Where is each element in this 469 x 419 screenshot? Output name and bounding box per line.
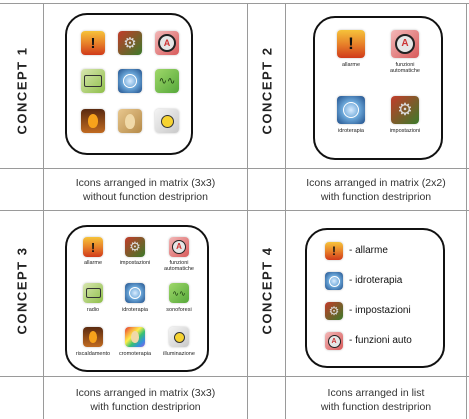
radio-icon[interactable] — [83, 283, 103, 303]
list-item-allarme[interactable]: - allarme — [349, 245, 388, 256]
funzioni-automatiche-label: funzioni automatiche — [390, 62, 420, 74]
heating-flame-icon[interactable] — [81, 109, 105, 133]
warning-icon[interactable]: ! — [325, 242, 343, 260]
allarme-label: allarme — [341, 62, 361, 68]
auto-mode-icon[interactable]: A — [325, 332, 343, 350]
concept-1-phone-mockup: ! ⚙ A ∿∿ — [65, 13, 193, 155]
table-row-divider-3 — [0, 376, 469, 377]
concept-4-caption: Icons arranged in list with function des… — [320, 387, 432, 413]
warning-icon[interactable]: ! — [83, 237, 103, 257]
gear-icon[interactable]: ⚙ — [325, 302, 343, 320]
chromotherapy-icon[interactable] — [125, 327, 145, 347]
table-col-divider-left — [43, 3, 44, 419]
concept-1-title: CONCEPT 1 — [14, 46, 30, 134]
radio-label: radio — [86, 307, 100, 313]
list-item-impostazioni[interactable]: - impostazioni — [349, 305, 411, 316]
concept-2-caption: Icons arranged in matrix (2x2) with func… — [306, 177, 446, 203]
hydrotherapy-icon[interactable] — [325, 272, 343, 290]
gear-icon[interactable]: ⚙ — [118, 31, 142, 55]
hydrotherapy-icon[interactable] — [125, 283, 145, 303]
funzioni-automatiche-label: funzioni automatiche — [164, 260, 194, 272]
gear-icon[interactable]: ⚙ — [391, 96, 419, 124]
sonoforesi-label: sonoforesi — [166, 307, 192, 313]
chromotherapy-icon[interactable] — [118, 109, 142, 133]
lightbulb-icon[interactable] — [169, 327, 189, 347]
hydrotherapy-icon[interactable] — [337, 96, 365, 124]
idroterapia-label: idroterapia — [338, 128, 364, 134]
table-row-divider-2 — [0, 210, 469, 211]
auto-mode-icon[interactable]: A — [169, 237, 189, 257]
table-col-divider-mid2 — [285, 3, 286, 419]
hydrotherapy-icon[interactable] — [118, 69, 142, 93]
table-col-divider-right — [466, 3, 467, 419]
sonophoresis-icon[interactable]: ∿∿ — [155, 69, 179, 93]
concept-2-phone-mockup: ! allarme A funzioni automatiche idroter… — [313, 16, 443, 160]
illuminazione-label: illuminazione — [163, 351, 195, 357]
list-item-funzioni-auto[interactable]: - funzioni auto — [349, 335, 412, 346]
allarme-label: allarme — [83, 260, 103, 266]
cromoterapia-label: cromoterapia — [118, 351, 152, 357]
concept-1-caption: Icons arranged in matrix (3x3) without f… — [75, 177, 216, 203]
concept-3-title: CONCEPT 3 — [14, 246, 30, 334]
auto-mode-icon[interactable]: A — [155, 31, 179, 55]
lightbulb-icon[interactable] — [155, 109, 179, 133]
table-row-divider-1 — [0, 168, 469, 169]
warning-icon[interactable]: ! — [337, 30, 365, 58]
concept-3-caption: Icons arranged in matrix (3x3) with func… — [75, 387, 216, 413]
sonophoresis-icon[interactable]: ∿∿ — [169, 283, 189, 303]
idroterapia-label: idroterapia — [122, 307, 148, 313]
impostazioni-label: impostazioni — [119, 260, 151, 266]
concept-4-phone-mockup: ! - allarme - idroterapia ⚙ - impostazio… — [305, 228, 445, 368]
concept-2-title: CONCEPT 2 — [259, 46, 275, 134]
warning-icon[interactable]: ! — [81, 31, 105, 55]
table-border-top — [0, 3, 469, 4]
auto-mode-icon[interactable]: A — [391, 30, 419, 58]
concept-3-phone-mockup: ! allarme ⚙ impostazioni A funzioni auto… — [65, 225, 209, 372]
concept-4-title: CONCEPT 4 — [259, 246, 275, 334]
list-item-idroterapia[interactable]: - idroterapia — [349, 275, 403, 286]
table-col-divider-mid — [247, 3, 248, 419]
riscaldamento-label: riscaldamento — [75, 351, 111, 357]
radio-icon[interactable] — [81, 69, 105, 93]
gear-icon[interactable]: ⚙ — [125, 237, 145, 257]
heating-flame-icon[interactable] — [83, 327, 103, 347]
impostazioni-label: impostazioni — [389, 128, 421, 134]
